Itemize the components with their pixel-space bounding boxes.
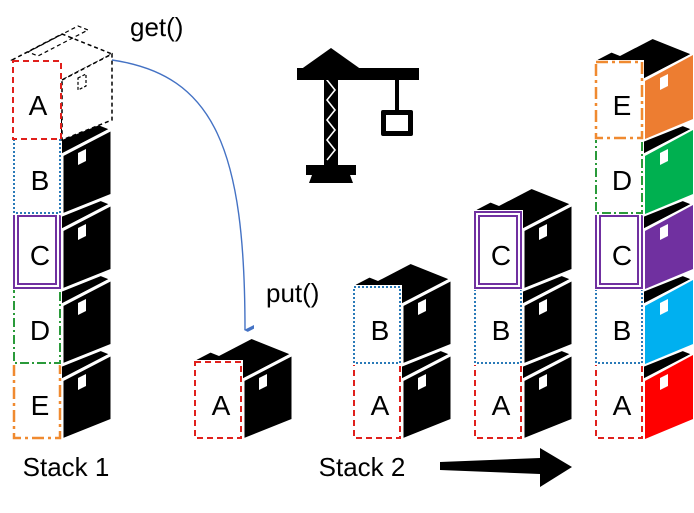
- box-border: [474, 286, 522, 364]
- stack1-box-c: C: [10, 174, 114, 292]
- get-arrow: [111, 59, 255, 335]
- side-color: [645, 130, 693, 214]
- box-label: A: [371, 390, 390, 421]
- side-color: [645, 355, 693, 439]
- stack1-box-a-ghost: A: [10, 25, 114, 142]
- stack2-col2-box-b: B: [471, 249, 575, 367]
- put-box-a: A: [191, 324, 295, 442]
- right-arrow-icon: [440, 448, 572, 487]
- box-label: B: [31, 165, 50, 196]
- box-label: A: [29, 90, 48, 121]
- box-border: [474, 211, 522, 289]
- box-border-inner: [599, 215, 639, 285]
- box-label: C: [612, 240, 632, 271]
- final-box-c: C: [592, 174, 694, 292]
- box-label: B: [371, 315, 390, 346]
- side-color: [645, 205, 693, 289]
- box-icon: [350, 249, 454, 367]
- box-label: C: [491, 240, 511, 271]
- get-label: get(): [130, 12, 183, 42]
- box-label: C: [30, 240, 50, 271]
- stack2-col2-box-c: C: [471, 174, 575, 292]
- box-label: A: [613, 390, 632, 421]
- box-label: B: [492, 315, 511, 346]
- final-stack: A B C D E: [592, 24, 694, 442]
- stack1-box-b: B: [10, 99, 114, 217]
- put-label: put(): [266, 278, 319, 308]
- box-label: E: [613, 90, 632, 121]
- side-color: [645, 55, 693, 139]
- final-box-b: B: [592, 249, 694, 367]
- box-border: [353, 286, 401, 364]
- stack-2: A B A B C Stack 2: [319, 174, 575, 482]
- box-label: D: [612, 165, 632, 196]
- box-border: [12, 60, 62, 140]
- crane-icon: [297, 48, 419, 183]
- stack2-caption: Stack 2: [319, 452, 406, 482]
- box-icon: [471, 174, 575, 292]
- stack1-caption: Stack 1: [23, 452, 110, 482]
- box-icon: [191, 324, 295, 442]
- box-border: [194, 361, 242, 439]
- box-label: B: [613, 315, 632, 346]
- box-label: A: [212, 390, 231, 421]
- stack2-col1-box-b: B: [350, 249, 454, 367]
- box-border-inner: [478, 215, 518, 285]
- box-border: [595, 286, 643, 364]
- box-label: E: [31, 390, 50, 421]
- final-box-a: A: [592, 324, 694, 442]
- side-color: [645, 280, 693, 364]
- final-box-e: E: [592, 24, 694, 142]
- box-border: [13, 136, 61, 214]
- box-label: A: [492, 390, 511, 421]
- box-border: [594, 60, 644, 140]
- box-border-inner: [17, 215, 57, 285]
- stack-1: E D C B A Stack 1: [10, 25, 114, 482]
- box-label: D: [30, 315, 50, 346]
